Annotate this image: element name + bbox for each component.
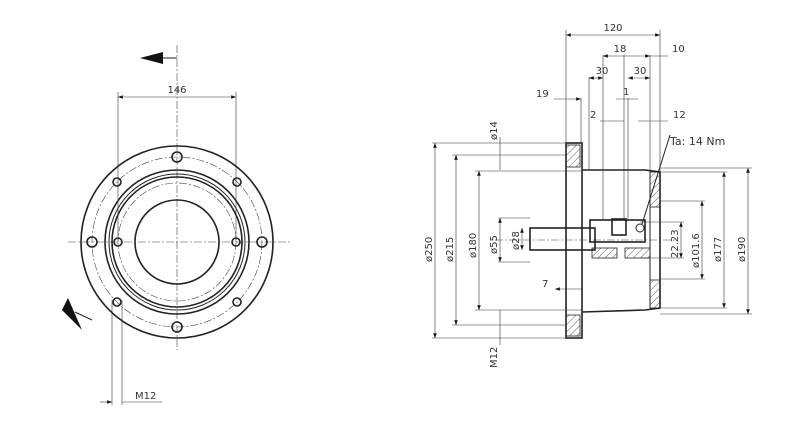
shaft <box>529 227 596 251</box>
dim-18-label: 18 <box>614 44 627 55</box>
dim-55-label: ø55 <box>489 235 500 254</box>
view-arrow-top <box>140 52 163 64</box>
dim-19-label: 19 <box>536 89 549 100</box>
bolt-holes <box>86 151 268 333</box>
m12-side-label: M12 <box>489 347 500 368</box>
dim-215-label: ø215 <box>445 237 456 262</box>
front-view: 146 M12 <box>62 45 290 405</box>
section-arrow <box>62 298 82 330</box>
torque-note: Ta: 14 Nm <box>669 135 725 148</box>
dim-190-label: ø190 <box>737 237 748 262</box>
dim-120-label: 120 <box>603 23 622 34</box>
center-bore <box>134 199 220 285</box>
dim-180-label: ø180 <box>468 233 479 258</box>
dim-14-label: ø14 <box>489 121 500 140</box>
dim-28-label: ø28 <box>511 231 522 250</box>
bolt-circle <box>91 156 263 328</box>
dim-177-label: ø177 <box>713 237 724 262</box>
dim-12-label: 12 <box>673 110 686 121</box>
dim-250-label: ø250 <box>424 237 435 262</box>
dim-22-23-label: 22.23 <box>670 229 681 258</box>
m12-label: M12 <box>135 391 156 402</box>
dim-10-label: 10 <box>672 44 685 55</box>
dim-30-right-label: 30 <box>634 66 647 77</box>
dim-2-label: 2 <box>590 110 596 121</box>
dim-1-label: 1 <box>623 87 629 98</box>
dim-30-left-label: 30 <box>596 66 609 77</box>
dim-146-label: 146 <box>167 85 186 96</box>
dim-101-6-label: ø101.6 <box>691 233 702 268</box>
dim-7-label: 7 <box>542 279 548 290</box>
side-view: Ta: 14 Nm 120 18 10 30 30 19 1 2 12 ø250 <box>424 23 752 368</box>
torque-leader <box>641 134 671 225</box>
flange-outer-circle <box>80 145 274 339</box>
